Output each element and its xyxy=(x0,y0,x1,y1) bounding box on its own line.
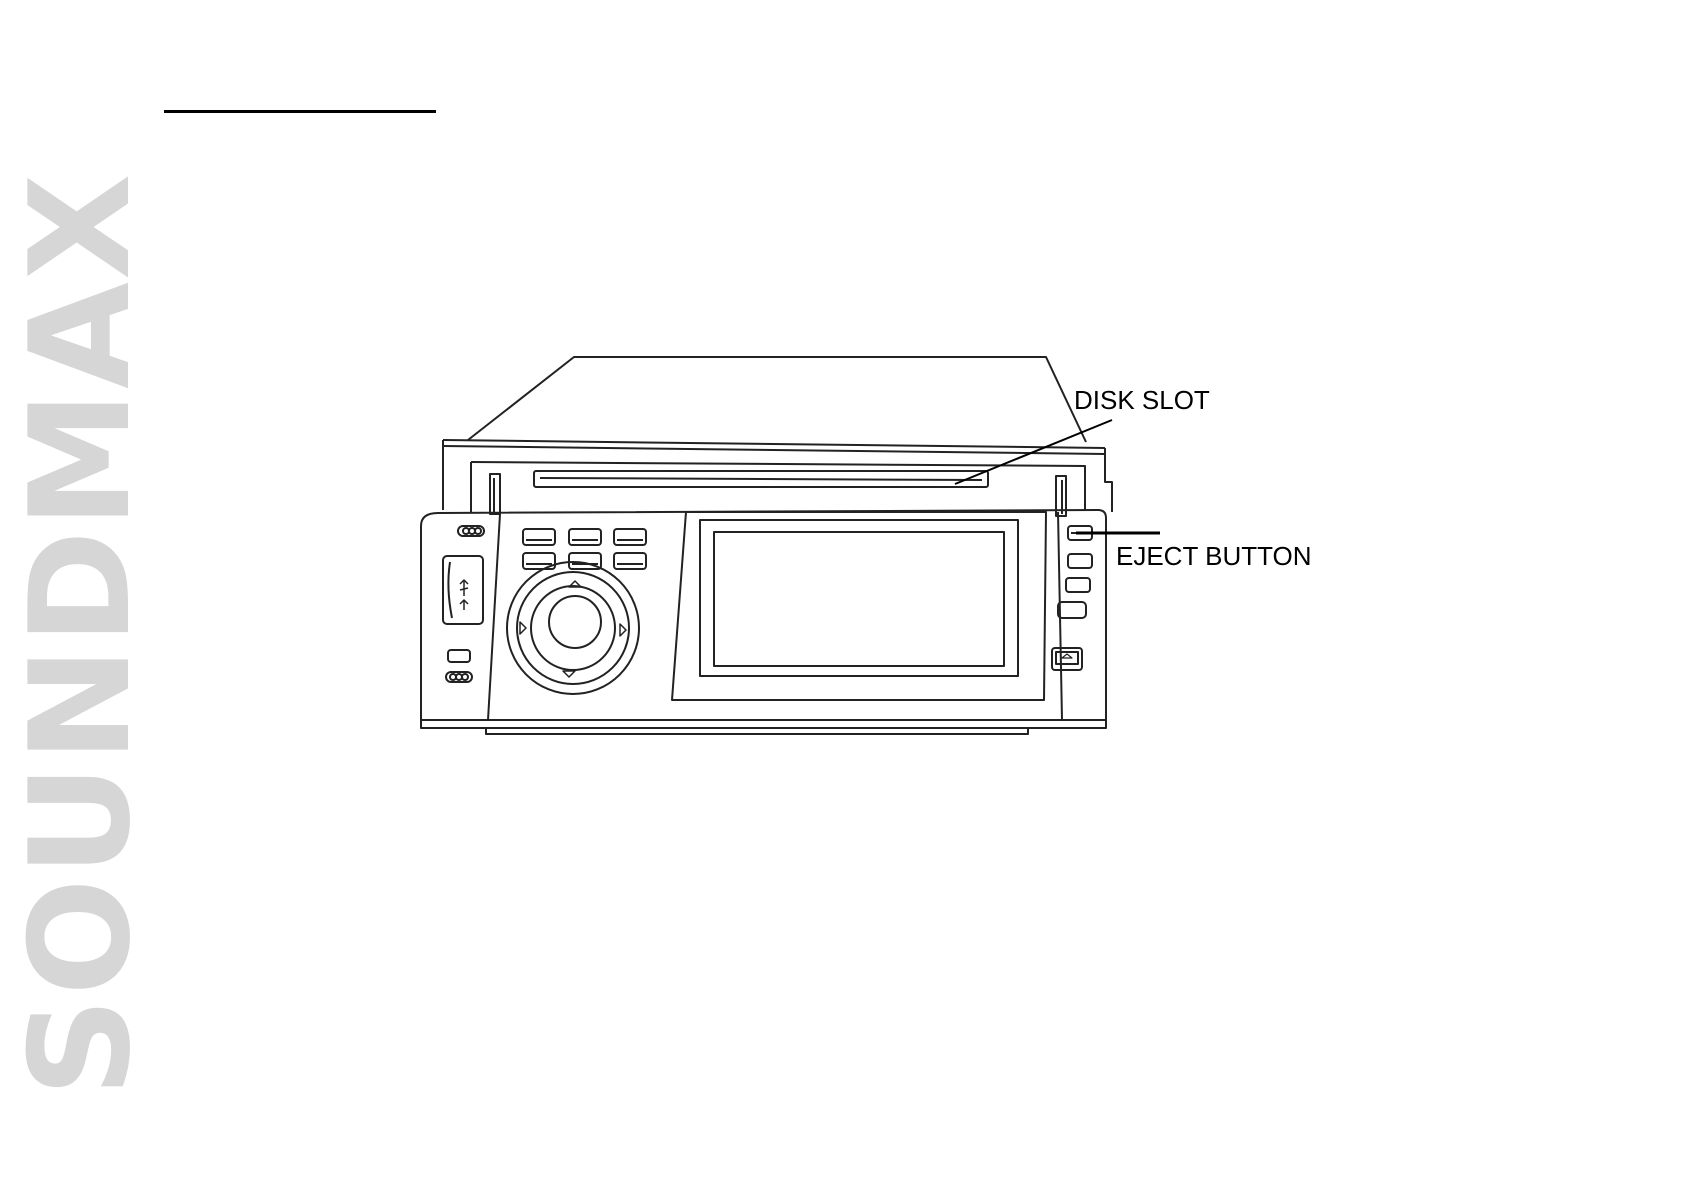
display-screen xyxy=(672,512,1046,700)
joystick-icon[interactable] xyxy=(507,562,639,694)
arrow-up-icon xyxy=(460,600,468,610)
right-button-5[interactable] xyxy=(1052,648,1082,670)
disk-slot-label: DISK SLOT xyxy=(1074,385,1210,416)
left-small-button[interactable] xyxy=(448,650,470,662)
unit-lid xyxy=(443,357,1105,454)
right-button-2[interactable] xyxy=(1068,554,1092,568)
eject-button-label: EJECT BUTTON xyxy=(1116,541,1312,572)
left-controls xyxy=(443,526,484,682)
right-button-4[interactable] xyxy=(1058,602,1086,618)
disk-slot[interactable] xyxy=(534,471,988,487)
right-button-3[interactable] xyxy=(1066,578,1090,592)
usb-icon xyxy=(460,580,468,596)
